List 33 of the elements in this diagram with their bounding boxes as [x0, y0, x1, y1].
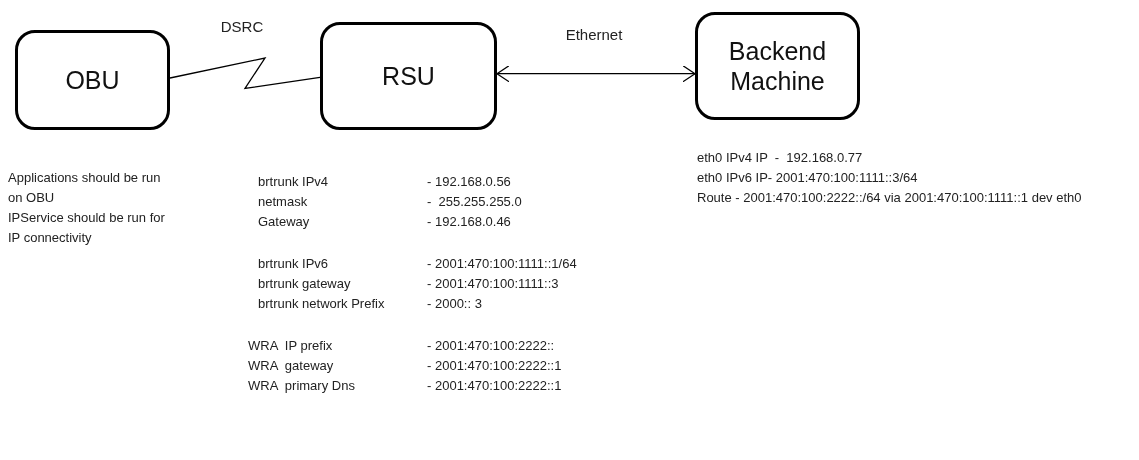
- node-label: RSU: [382, 61, 435, 91]
- rounded-box: [15, 30, 170, 130]
- edge-label: DSRC: [220, 18, 264, 35]
- field-value: - 192.168.0.56: [427, 174, 511, 189]
- field-value: - 2001:470:100:1111::1/64: [427, 256, 577, 271]
- field-value: - 2000:: 3: [427, 296, 482, 311]
- rounded-box: [320, 22, 497, 130]
- field-value: - 192.168.0.46: [427, 214, 511, 229]
- field-name: netmask: [258, 194, 308, 209]
- field-name: brtrunk IPv6: [258, 256, 329, 271]
- field-value: - 2001:470:100:1111::3: [427, 276, 559, 291]
- config-text: Route - 2001:470:100:2222::/64 via 2001:470:100:1111::1 dev eth0: [697, 190, 1082, 205]
- field-value: - 255.255.255.0: [427, 194, 522, 209]
- config-text: eth0 IPv4 IP - 192.168.0.77: [697, 150, 863, 165]
- rounded-box: [695, 12, 860, 120]
- field-name: Gateway: [258, 214, 310, 229]
- field-name: brtrunk gateway: [258, 276, 351, 291]
- node-label: OBU: [65, 65, 120, 95]
- note-text: Applications should be run on OBU: [8, 169, 162, 207]
- field-value: - 2001:470:100:2222::1: [427, 378, 562, 393]
- arrow: [496, 65, 696, 83]
- edge-label: Ethernet: [565, 25, 623, 43]
- field-value: - 2001:470:100:2222::: [427, 338, 555, 353]
- node-label: Backend Machine: [727, 36, 828, 96]
- field-name: WRA IP prefix: [248, 338, 333, 353]
- field-name: brtrunk IPv4: [258, 174, 329, 189]
- config-text: eth0 IPv6 IP- 2001:470:100:1111::3/64: [697, 170, 918, 185]
- field-name: WRA gateway: [248, 358, 334, 373]
- field-name: brtrunk network Prefix: [258, 296, 385, 311]
- note-text: IPService should be run for IP connectivity: [8, 209, 166, 247]
- wireless-link: [169, 57, 321, 90]
- field-value: - 2001:470:100:2222::1: [427, 358, 562, 373]
- field-name: WRA primary Dns: [248, 378, 355, 393]
